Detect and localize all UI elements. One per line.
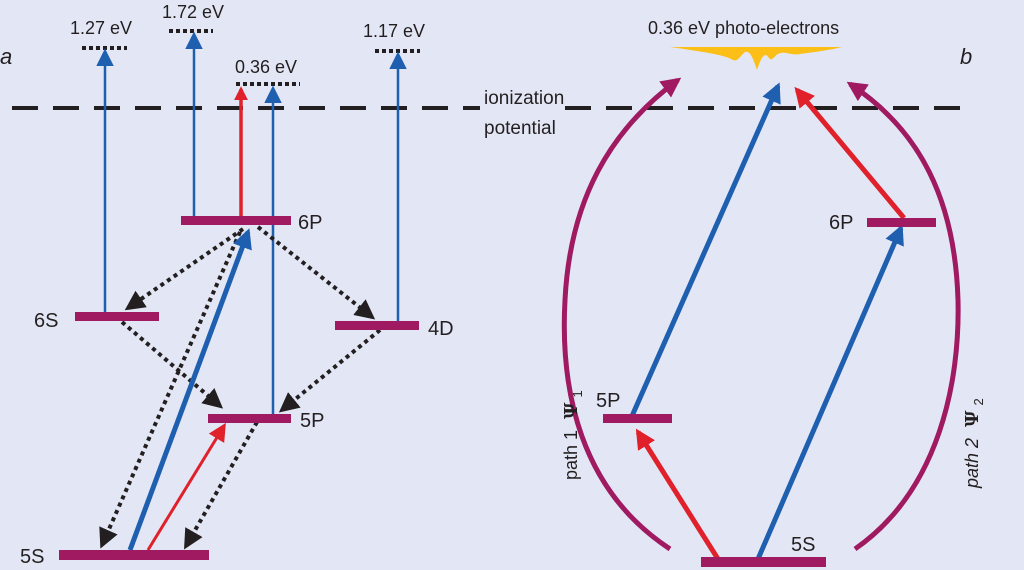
path-2-arc bbox=[846, 81, 961, 552]
panel-a-label: a bbox=[0, 44, 12, 69]
level-6s-label: 6S bbox=[34, 310, 58, 332]
decay-arrows bbox=[99, 225, 382, 550]
ionization-arrows bbox=[96, 31, 407, 418]
level-4d-bar bbox=[335, 321, 419, 330]
svg-text:path 2 Ψ 2: path 2 Ψ 2 bbox=[962, 398, 986, 489]
energy-label-1-17: 1.17 eV bbox=[363, 21, 425, 41]
energy-label-1-72: 1.72 eV bbox=[162, 2, 224, 22]
arrow-5s-5p bbox=[635, 428, 721, 561]
level-6p-label-b: 6P bbox=[829, 212, 853, 234]
arrow-6p-continuum bbox=[794, 86, 906, 220]
panel-b-label: b bbox=[960, 44, 972, 69]
level-6p-bar bbox=[181, 216, 291, 225]
continuum-levels bbox=[82, 29, 420, 86]
arrow-5p-continuum bbox=[629, 82, 781, 418]
level-6s-bar bbox=[75, 312, 159, 321]
path-1-label: path 1 Ψ 1 bbox=[561, 390, 585, 480]
level-5s-bar bbox=[59, 550, 209, 560]
energy-label-1-27: 1.27 eV bbox=[70, 18, 132, 38]
panel-b-levels bbox=[603, 218, 936, 567]
level-5p-bar bbox=[208, 414, 291, 423]
level-5s-label: 5S bbox=[20, 546, 44, 568]
level-4d-label: 4D bbox=[428, 318, 454, 340]
level-5p-label-b: 5P bbox=[596, 390, 620, 412]
energy-label-0-36: 0.36 eV bbox=[235, 57, 297, 77]
ionization-label-line2: potential bbox=[484, 118, 556, 139]
excitation-5s-5p-arrow bbox=[146, 422, 226, 551]
level-5s-label-b: 5S bbox=[791, 534, 815, 556]
path-1-arc bbox=[561, 77, 682, 552]
excitation-5s-6p-arrow bbox=[127, 228, 252, 551]
level-5s-bar-b bbox=[701, 557, 826, 567]
path-2-label: path 2 Ψ 2 bbox=[962, 398, 986, 489]
level-6p-bar-b bbox=[867, 218, 936, 227]
photoelectrons-label: 0.36 eV photo-electrons bbox=[648, 18, 839, 38]
ionization-label-line1: ionization bbox=[484, 88, 564, 109]
svg-text:path 1 Ψ 1: path 1 Ψ 1 bbox=[561, 390, 585, 480]
level-5p-label: 5P bbox=[300, 410, 324, 432]
panel-a-levels bbox=[59, 216, 419, 560]
arrow-5s-6p bbox=[755, 224, 904, 560]
level-6p-label: 6P bbox=[298, 212, 322, 234]
level-5p-bar-b bbox=[603, 414, 672, 423]
photoelectron-spectrum bbox=[670, 47, 842, 70]
